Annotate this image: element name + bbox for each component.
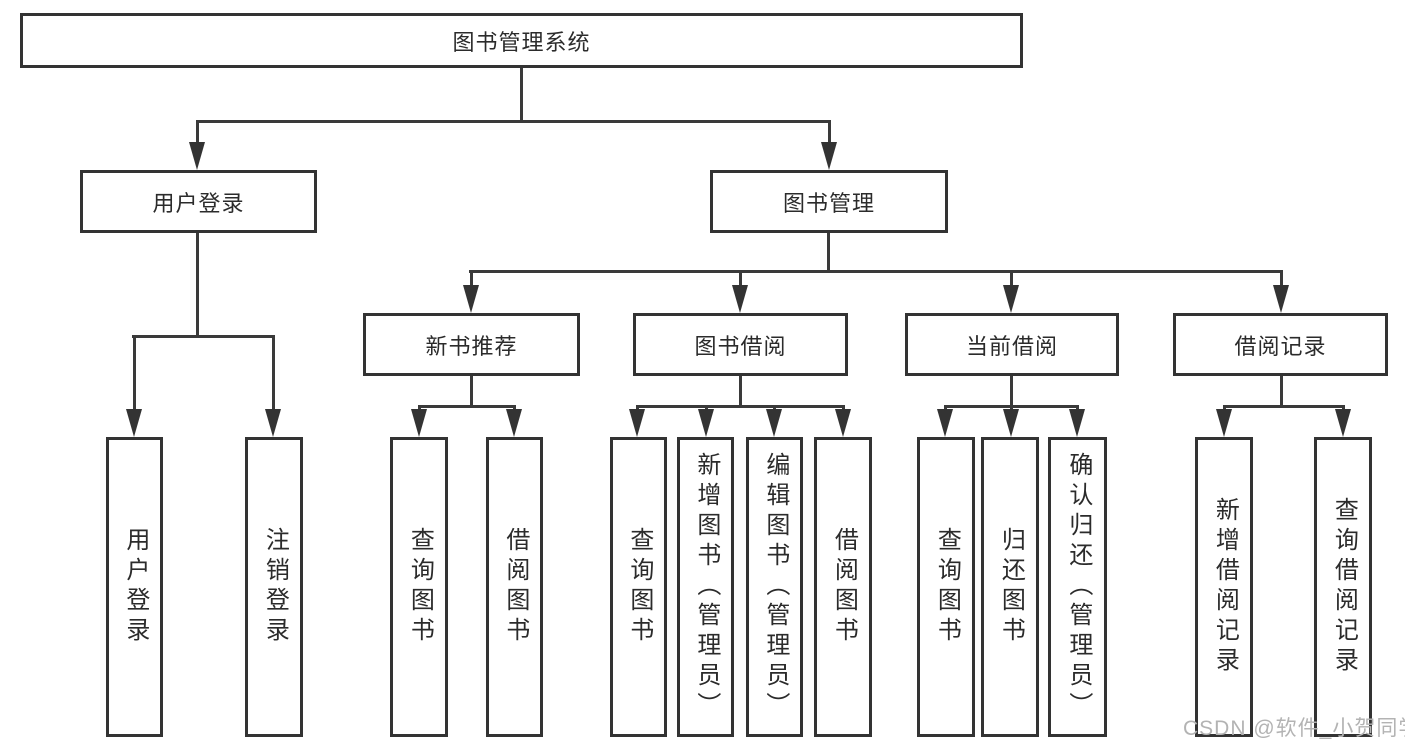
edge-borrow-records-stub [1280, 375, 1283, 408]
arrow-down-icon [821, 142, 837, 170]
node-label: 用户登录 [121, 527, 149, 647]
edge-current-borrow-stub [1010, 375, 1013, 408]
edge-arrow-level3-shaft [470, 270, 473, 290]
node-current-borrowing: 当前借阅 [905, 313, 1119, 376]
arrow-down-icon [766, 409, 782, 437]
node-label: 借阅图书 [501, 527, 529, 647]
edge-arrow-user-login-shaft [196, 120, 199, 145]
arrow-down-icon [937, 409, 953, 437]
node-label: 借阅图书 [830, 527, 858, 647]
edge-new-book-stub [470, 375, 473, 408]
edge-arrow-level3-shaft [1010, 270, 1013, 290]
edge-level2-hbar [196, 120, 830, 123]
node-label: 图书管理 [782, 190, 875, 216]
leaf-cb-query-books: 查询图书 [917, 437, 975, 737]
edge-root-stub [520, 68, 523, 123]
edge-new-book-hbar [418, 405, 516, 408]
watermark: CSDN @软件_小贺同学 [1183, 717, 1405, 740]
leaf-br-query-record: 查询借阅记录 [1314, 437, 1372, 737]
arrow-down-icon [835, 409, 851, 437]
arrow-down-icon [1003, 285, 1019, 313]
arrow-down-icon [506, 409, 522, 437]
node-label: 新书推荐 [425, 333, 518, 359]
edge-user-login-stub [196, 233, 199, 338]
node-label: 新增借阅记录 [1211, 497, 1239, 677]
node-label: 借阅记录 [1234, 333, 1327, 359]
node-label: 查询借阅记录 [1330, 497, 1358, 677]
edge-arrow-leaf-shaft [133, 335, 136, 415]
arrow-down-icon [698, 409, 714, 437]
edge-book-borrow-stub [739, 375, 742, 408]
leaf-br-add-record: 新增借阅记录 [1195, 437, 1253, 737]
node-label: 查询图书 [625, 527, 653, 647]
node-label: 注销登录 [261, 527, 289, 647]
node-root: 图书管理系统 [20, 13, 1023, 68]
arrow-down-icon [1003, 409, 1019, 437]
edge-user-login-hbar [132, 335, 274, 338]
node-label: 编辑图书（管理员） [761, 452, 789, 722]
node-user-login: 用户登录 [80, 170, 317, 233]
leaf-bb-borrow-books: 借阅图书 [814, 437, 872, 737]
leaf-bb-edit-books-admin: 编辑图书（管理员） [746, 437, 803, 737]
edge-arrow-level3-shaft [1280, 270, 1283, 290]
leaf-nbr-borrow-books: 借阅图书 [486, 437, 543, 737]
node-label: 查询图书 [933, 527, 961, 647]
arrow-down-icon [265, 409, 281, 437]
leaf-nbr-query-books: 查询图书 [390, 437, 448, 737]
node-label: 图书管理系统 [452, 29, 591, 55]
leaf-cb-confirm-return-admin: 确认归还（管理员） [1048, 437, 1107, 737]
edge-arrow-book-management-shaft [828, 120, 831, 145]
edge-arrow-level3-shaft [739, 270, 742, 290]
leaf-bb-query-books: 查询图书 [610, 437, 667, 737]
node-label: 用户登录 [152, 190, 245, 216]
arrow-down-icon [1335, 409, 1351, 437]
leaf-logout: 注销登录 [245, 437, 303, 737]
edge-level3-hbar [469, 270, 1282, 273]
node-book-borrowing: 图书借阅 [633, 313, 848, 376]
node-new-book-recommend: 新书推荐 [363, 313, 580, 376]
node-book-management: 图书管理 [710, 170, 948, 233]
node-borrow-records: 借阅记录 [1173, 313, 1388, 376]
leaf-bb-add-books-admin: 新增图书（管理员） [677, 437, 734, 737]
leaf-user-login: 用户登录 [106, 437, 163, 737]
arrow-down-icon [629, 409, 645, 437]
node-label: 当前借阅 [965, 333, 1058, 359]
node-label: 新增图书（管理员） [692, 452, 720, 722]
arrow-down-icon [189, 142, 205, 170]
arrow-down-icon [1216, 409, 1232, 437]
node-label: 图书借阅 [694, 333, 787, 359]
edge-borrow-records-hbar [1223, 405, 1345, 408]
edge-book-borrow-hbar [636, 405, 845, 408]
arrow-down-icon [1273, 285, 1289, 313]
node-label: 确认归还（管理员） [1064, 452, 1092, 722]
arrow-down-icon [732, 285, 748, 313]
arrow-down-icon [411, 409, 427, 437]
arrow-down-icon [126, 409, 142, 437]
edge-arrow-leaf-shaft [272, 335, 275, 415]
leaf-cb-return-books: 归还图书 [981, 437, 1039, 737]
node-label: 归还图书 [997, 527, 1025, 647]
arrow-down-icon [463, 285, 479, 313]
node-label: 查询图书 [406, 527, 434, 647]
edge-book-management-stub [827, 233, 830, 273]
arrow-down-icon [1069, 409, 1085, 437]
